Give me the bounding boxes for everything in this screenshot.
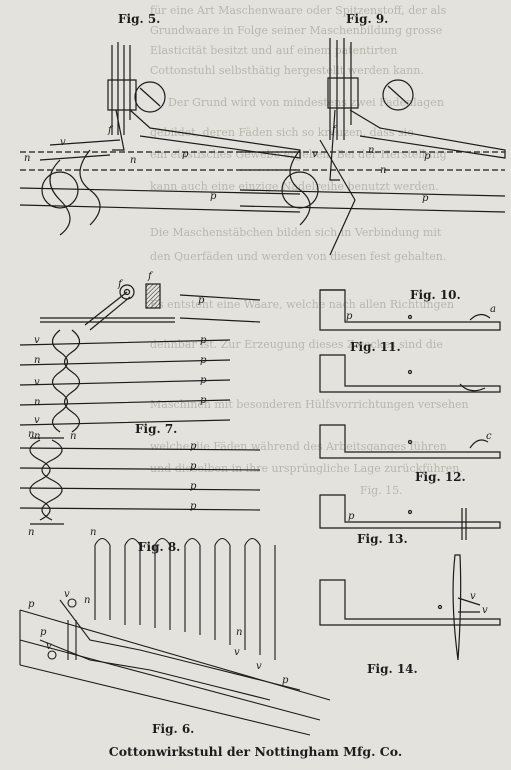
fig8-drawing	[19, 437, 261, 525]
plate-caption: Cottonwirkstuhl der Nottingham Mfg. Co.	[108, 744, 403, 759]
fig14-label: Fig. 14.	[367, 662, 418, 676]
bg-line: dehnbar ist. Zur Erzeugung dieses Zwecke…	[150, 338, 443, 351]
bg-line: Cottonstuhl selbsthätig hergestellt werd…	[150, 64, 424, 77]
bg-line: Elasticität besitzt und auf einem patent…	[150, 44, 398, 57]
fig9-part-label: v	[312, 149, 318, 160]
fig5-part-label: v	[60, 137, 66, 148]
fig6-part-label: p	[28, 599, 35, 610]
fig5-part-label: p	[210, 191, 217, 202]
fig6-part-label: v	[46, 641, 52, 652]
fig13-label: Fig. 13.	[357, 532, 408, 546]
fig12-label: Fig. 12.	[415, 470, 466, 484]
fig8-part-label: p	[190, 461, 197, 472]
fig8-part-label: p	[190, 441, 197, 452]
fig7-label: Fig. 7.	[135, 422, 178, 436]
fig7-part-label: v	[34, 377, 40, 388]
fig7-part-label: p	[200, 335, 207, 346]
fig5-part-label: p	[182, 149, 189, 160]
fig7-part-label: n	[34, 397, 41, 408]
fig12-part-label: c	[486, 431, 492, 442]
fig6-part-label: n	[84, 595, 91, 606]
fig5-label: Fig. 5.	[118, 12, 161, 26]
fig6-part-label: v	[256, 661, 262, 672]
fig9-drawing	[239, 38, 506, 256]
fig6-drawing	[19, 537, 331, 736]
fig5-part-label: n	[130, 155, 137, 166]
fig6-part-label: n	[236, 627, 243, 638]
fig9-part-label: n	[380, 165, 387, 176]
bg-line: den Querfäden und werden von diesen fest…	[150, 250, 447, 263]
bg-line: Grundwaare in Folge seiner Maschenbildun…	[150, 24, 443, 37]
bg-line: ein elastisches Gewebe ergeben. Bei der …	[150, 148, 447, 161]
fig7-part-label: v	[34, 415, 40, 426]
fig9-part-label: p	[422, 193, 429, 204]
page-fig-ref: Fig. 15.	[360, 484, 403, 497]
fig8-part-label: n	[28, 527, 35, 538]
fig8-part-label: p	[190, 501, 197, 512]
fig9-part-label: n	[368, 145, 375, 156]
fig8-label: Fig. 8.	[138, 540, 181, 554]
fig7-part-label: n	[34, 355, 41, 366]
fig7-part-label: f	[148, 271, 152, 282]
fig14-part-label: v	[482, 605, 488, 616]
bg-line: und dieselben in ihre ursprüngliche Lage…	[150, 462, 463, 475]
fig7-part-label: p	[200, 355, 207, 366]
fig11-label: Fig. 11.	[350, 340, 401, 354]
bg-line: Maschinen mit besonderen Hülfsvorrichtun…	[150, 398, 469, 411]
bg-line: Es entsteht eine Waare, welche nach alle…	[150, 298, 455, 311]
fig10-part-label: a	[490, 304, 496, 315]
fig9-part-label: f	[332, 125, 336, 136]
fig8-part-label: n	[70, 431, 77, 442]
fig8-part-label: p	[190, 481, 197, 492]
fig8-part-label: n	[28, 429, 35, 440]
fig5-part-label: n	[24, 153, 31, 164]
fig12-drawing	[319, 424, 501, 459]
bg-line: Der Grund wird von mindestens zwei Faden…	[168, 96, 444, 109]
fig9-label: Fig. 9.	[346, 12, 389, 26]
fig10-label: Fig. 10.	[410, 288, 461, 302]
bg-line: Die Maschenstäbchen bilden sich in Verbi…	[150, 226, 442, 239]
fig11-drawing	[319, 354, 501, 393]
fig9-part-label: p	[424, 151, 431, 162]
fig6-label: Fig. 6.	[152, 722, 195, 736]
bg-line: gebildet, deren Fäden sich so kreuzen, d…	[150, 126, 414, 139]
fig6-part-label: v	[234, 647, 240, 658]
fig13-drawing	[319, 494, 501, 540]
fig10-drawing	[319, 289, 501, 331]
bg-line: kann auch eine einzige Nadelreihe benutz…	[150, 180, 439, 193]
fig5-part-label: f	[108, 125, 112, 136]
fig7-part-label: v	[34, 335, 40, 346]
fig7-drawing	[19, 283, 261, 433]
fig7-part-label: p	[200, 395, 207, 406]
fig8-part-label: n	[90, 527, 97, 538]
fig7-part-label: p	[200, 375, 207, 386]
fig5-drawing	[19, 42, 301, 236]
fig7-part-label: f	[118, 279, 122, 290]
fig7-part-label: p	[198, 295, 205, 306]
fig6-part-label: v	[64, 589, 70, 600]
fig6-part-label: p	[282, 675, 289, 686]
bg-line: für eine Art Maschenwaare oder Spitzenst…	[150, 4, 447, 17]
fig7-part-label: n	[34, 431, 41, 442]
fig14-drawing	[319, 554, 501, 661]
fig13-part-label: p	[348, 511, 355, 522]
fig10-part-label: p	[346, 311, 353, 322]
fig6-part-label: p	[40, 627, 47, 638]
fig14-part-label: v	[470, 591, 476, 602]
